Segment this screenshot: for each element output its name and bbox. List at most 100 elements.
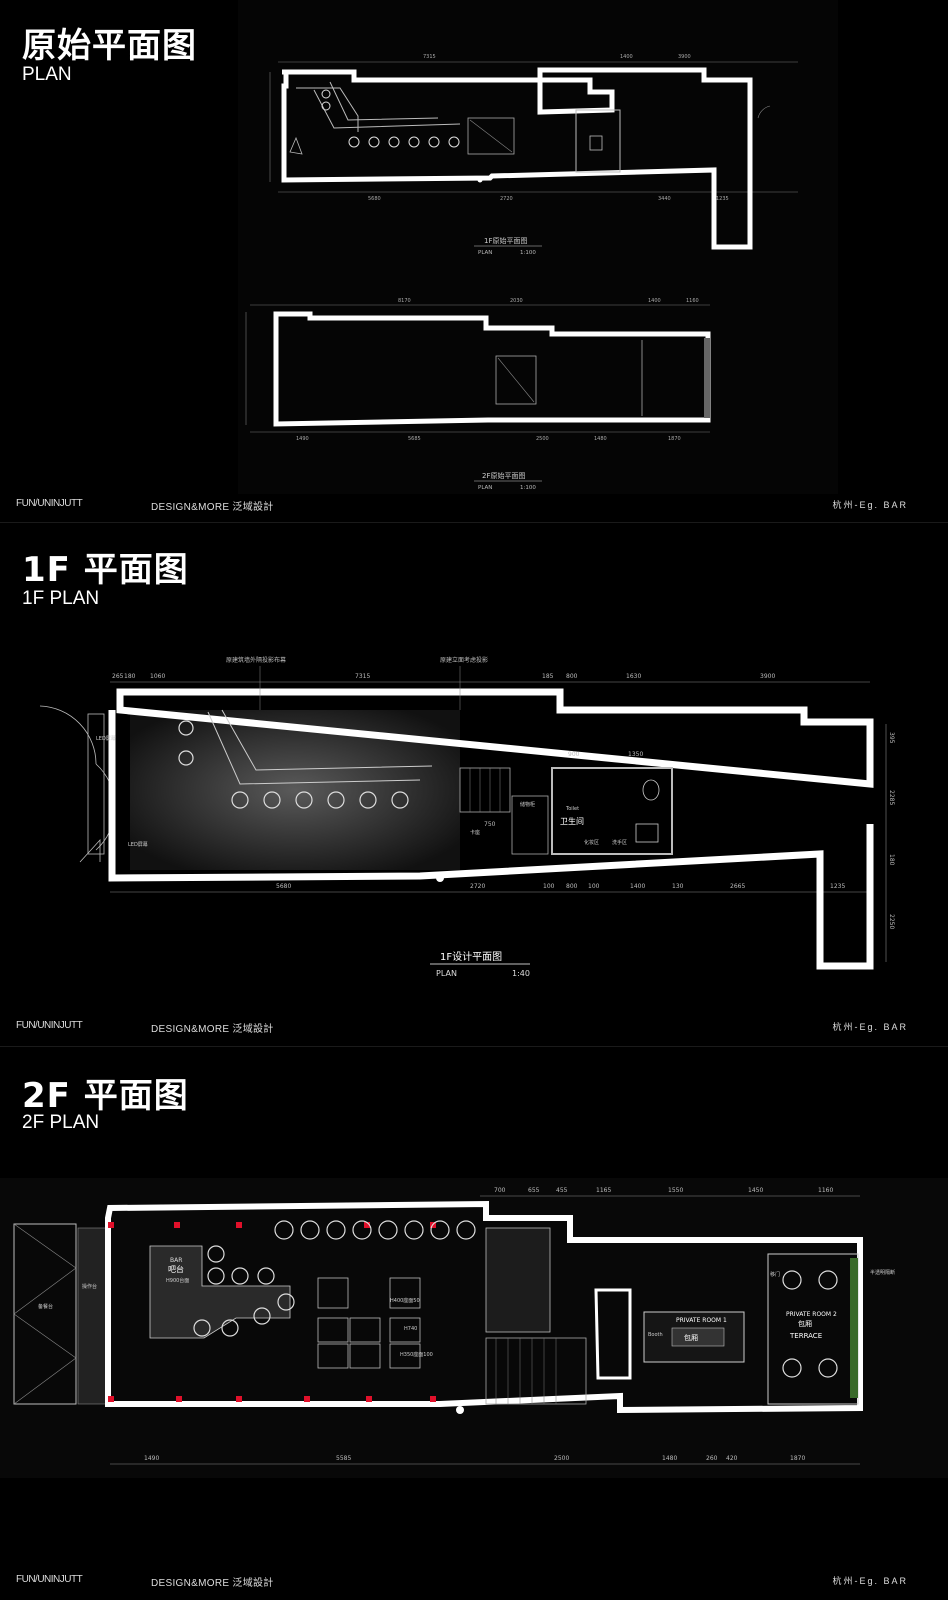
bar-stools-2f (193, 1220, 476, 1337)
svg-text:1450: 1450 (748, 1187, 763, 1194)
svg-text:1235: 1235 (830, 883, 845, 890)
makeup-label: 化妆区 (584, 839, 599, 846)
kitchen-label: 备餐台 (38, 1303, 53, 1310)
2f-dims-top: 700 655 455 1165 1550 1450 1160 (494, 1187, 833, 1194)
svg-text:1480: 1480 (662, 1455, 677, 1462)
svg-text:900: 900 (568, 751, 580, 758)
dim2-bot-4: 1480 (594, 436, 607, 442)
svg-text:1165: 1165 (596, 1187, 611, 1194)
svg-text:180: 180 (124, 673, 136, 680)
2f-plan-svg: BAR 吧台 H900台面 Booth PRIVATE ROOM 1 包厢 PR… (0, 1178, 948, 1478)
pr1-en: PRIVATE ROOM 1 (676, 1317, 727, 1324)
footer-design: DESIGN&MORE 泛域設計 (151, 1024, 274, 1035)
svg-text:800: 800 (566, 883, 578, 890)
dim2-bot-1: 1490 (296, 436, 309, 442)
section-title-cn: 1F 平面图 (22, 550, 189, 590)
footer: FUN/UNINJUTT DESIGN&MORE 泛域設計 杭州-Eg. BAR (0, 1020, 948, 1036)
bar-stools (178, 720, 409, 809)
footer: FUN/UNINJUTT DESIGN&MORE 泛域設計 杭州-Eg. BAR (0, 1574, 948, 1590)
svg-text:100: 100 (543, 883, 555, 890)
svg-text:2665: 2665 (730, 883, 745, 890)
bar-en: BAR (170, 1257, 182, 1264)
svg-text:1550: 1550 (668, 1187, 683, 1194)
svg-text:5585: 5585 (336, 1455, 351, 1462)
svg-text:1870: 1870 (790, 1455, 805, 1462)
caption-2f-plan: PLAN (478, 485, 492, 491)
side-label: 操作台 (82, 1283, 97, 1290)
pr2-en: PRIVATE ROOM 2 (786, 1311, 837, 1318)
dim-top-1: 7315 (423, 54, 436, 60)
svg-text:265: 265 (112, 673, 124, 680)
footer: FUN/UNINJUTT DESIGN&MORE 泛域設計 杭州-Eg. BAR (0, 498, 948, 514)
dim2-top-4: 1160 (686, 298, 699, 304)
svg-text:130: 130 (672, 883, 684, 890)
dim-bot-2: 2720 (500, 196, 513, 202)
section-2f-plan: 2F 平面图 2F PLAN (0, 1048, 948, 1600)
lounge-tables (317, 1277, 421, 1369)
dim-top-2: 1400 (620, 54, 633, 60)
footer-brand: FUN/UNINJUTT (16, 1020, 83, 1031)
terrace-label: TERRACE (789, 1332, 822, 1340)
svg-text:2500: 2500 (554, 1455, 569, 1462)
footer-design: DESIGN&MORE 泛域設計 (151, 502, 274, 513)
h350-label: H350座面100 (400, 1351, 433, 1358)
svg-text:700: 700 (494, 1187, 506, 1194)
dim-bot-4: 1235 (716, 196, 729, 202)
svg-text:2250: 2250 (888, 914, 895, 929)
footer-brand: FUN/UNINJUTT (16, 1574, 83, 1585)
entrance-frame (87, 713, 105, 855)
toilet-cn: 卫生间 (560, 816, 584, 826)
note-right: 原建立面考虑投影 (440, 656, 488, 664)
red-markers (108, 1222, 436, 1402)
booth-label: Booth (648, 1332, 663, 1338)
wash-label: 洗手区 (612, 839, 627, 846)
original-1f-plan (269, 61, 798, 250)
seating-label: 卡座 (470, 829, 480, 836)
section-1f-plan: 1F 平面图 1F PLAN (0, 524, 948, 1044)
caption-1f-scale: 1:100 (520, 250, 536, 256)
svg-text:395: 395 (888, 732, 895, 744)
1f-caption-plan: PLAN (436, 969, 457, 978)
section-title-en: 2F PLAN (22, 1112, 100, 1133)
section-title-cn: 原始平面图 (22, 26, 197, 66)
storage-label: 储物柜 (520, 801, 535, 808)
section-original-plan: 原始平面图 PLAN (0, 0, 948, 520)
pr2-cn: 包厢 (798, 1319, 812, 1328)
h740-label: H740 (404, 1326, 417, 1332)
original-1f-caption: 1F原始平面图 PLAN 1:100 (474, 236, 542, 256)
note-left: 原建筑墙外隔投影布幕 (226, 656, 286, 664)
svg-text:800: 800 (566, 673, 578, 680)
original-2f-dims: 8170 2030 1400 1160 1490 5685 2500 1480 … (296, 298, 699, 442)
bar-area-lighting (130, 710, 460, 870)
h400-label: H400座面50 (390, 1297, 420, 1304)
dim2-top-2: 2030 (510, 298, 523, 304)
door-label: 移门 (770, 1271, 780, 1278)
1f-caption-scale: 1:40 (512, 969, 530, 978)
caption-2f-scale: 1:100 (520, 485, 536, 491)
bar-counter (149, 1245, 291, 1339)
dim-top-3: 3900 (678, 54, 691, 60)
original-plan-drawing: 7315 1400 3900 5680 2720 3440 1235 1F原始平… (238, 0, 838, 494)
footer-city: 杭州-Eg. BAR (832, 1022, 908, 1032)
svg-text:750: 750 (484, 821, 496, 828)
bar-cn: 吧台 (168, 1264, 184, 1274)
toilet-en: Toilet (565, 806, 579, 812)
dim2-bot-5: 1870 (668, 436, 681, 442)
footer-design: DESIGN&MORE 泛域設計 (151, 1578, 274, 1589)
dim2-bot-3: 2500 (536, 436, 549, 442)
dim2-bot-2: 5685 (408, 436, 421, 442)
dim2-top-3: 1400 (648, 298, 661, 304)
svg-text:180: 180 (888, 854, 895, 866)
led-bottom: LED屏幕 (128, 841, 148, 848)
2f-walls (105, 1200, 863, 1414)
plant-screen (850, 1258, 858, 1398)
divider (0, 522, 948, 523)
1f-dims-right: 395 2285 180 2250 (888, 732, 895, 929)
caption-2f-label: 2F原始平面图 (482, 471, 525, 480)
svg-text:7315: 7315 (355, 673, 370, 680)
section-title-en: PLAN (22, 64, 72, 85)
original-2f-caption: 2F原始平面图 PLAN 1:100 (474, 471, 542, 491)
led-top: LED屏幕 (96, 735, 116, 742)
entrance-door-arc (39, 705, 97, 765)
svg-text:655: 655 (528, 1187, 540, 1194)
